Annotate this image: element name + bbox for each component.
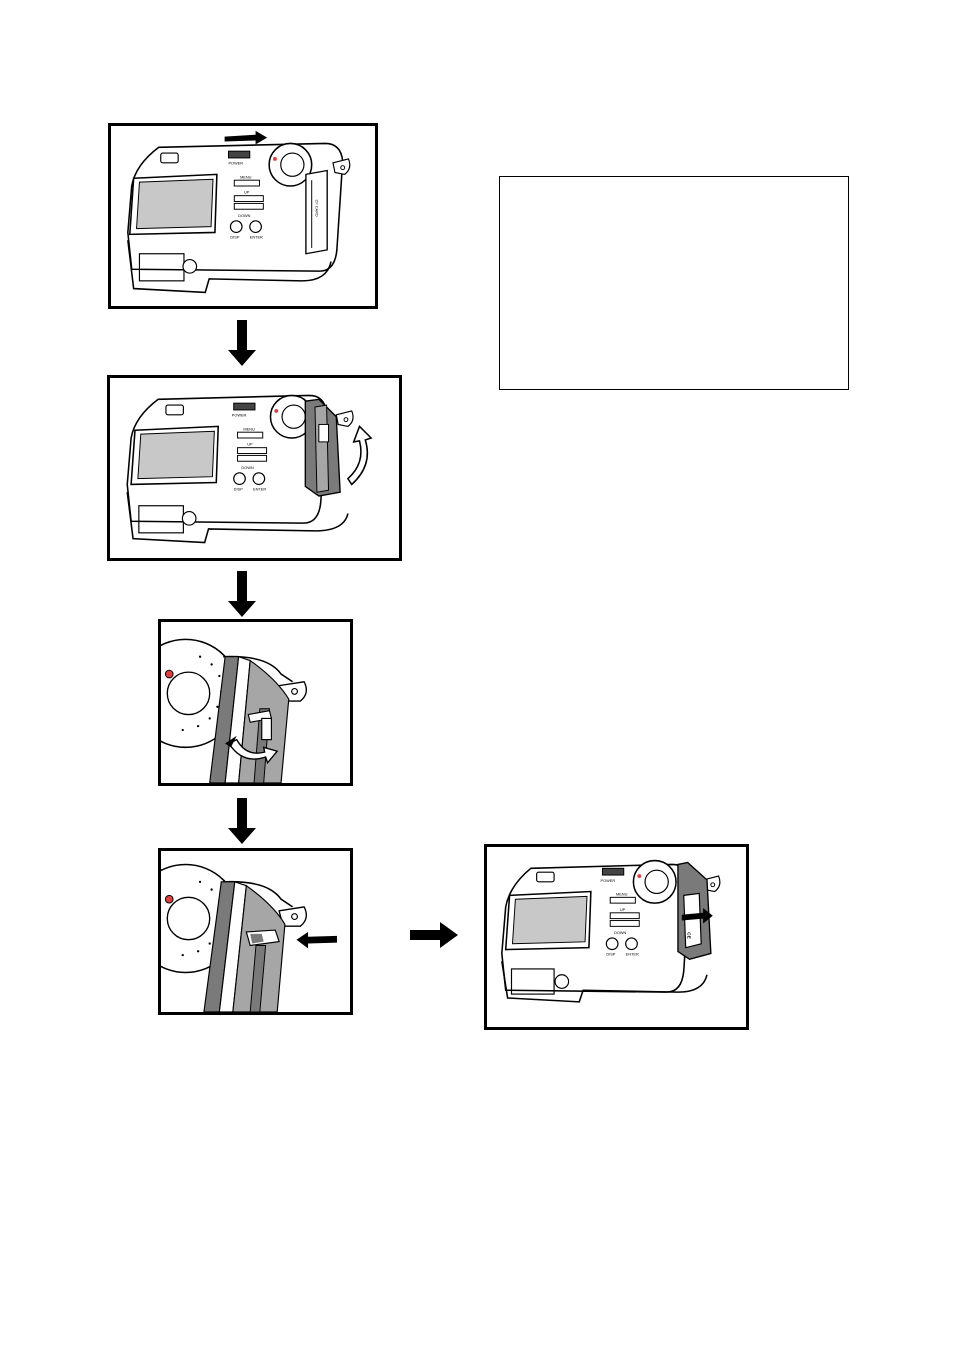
push-left-arrow-icon: [296, 931, 337, 949]
down-arrow-icon: [228, 798, 256, 844]
enter-label: ENTER: [253, 486, 266, 491]
down-arrow-icon: [228, 320, 256, 366]
slide-right-arrow-icon: [224, 130, 268, 145]
curved-open-arrow-icon: [346, 424, 373, 486]
eject-arrow-icon: [681, 907, 713, 924]
right-arrow-icon: [410, 922, 458, 948]
up-label: UP: [244, 190, 250, 195]
step-2-panel: POWER MENU UP DOWN DISP ENTER: [107, 375, 402, 561]
camera-illustration-step-1: POWER MENU UP DOWN DISP ENTER CF CARD: [127, 130, 351, 294]
ce-mark-label: CE: [686, 932, 692, 939]
power-label: POWER: [601, 878, 616, 883]
enter-label: ENTER: [250, 234, 263, 239]
down-arrow-icon: [228, 571, 256, 617]
disp-label: DISP: [606, 951, 615, 956]
card-slot-closeup-step-3: [161, 638, 308, 783]
disp-label: DISP: [234, 486, 243, 491]
step-4-panel: [158, 848, 353, 1015]
down-label: DOWN: [241, 465, 253, 470]
down-label: DOWN: [238, 213, 250, 218]
card-slot-closeup-step-4: [161, 863, 337, 1012]
rotate-arrow-icon: [228, 738, 279, 765]
camera-illustration-step-5: POWER MENU UP DOWN DISP ENTER CE: [501, 859, 721, 1003]
camera-illustration-step-2: POWER MENU UP DOWN DISP ENTER: [126, 394, 373, 544]
step-1-panel: POWER MENU UP DOWN DISP ENTER CF CARD: [108, 123, 378, 309]
down-label: DOWN: [614, 930, 626, 935]
menu-label: MENU: [616, 891, 628, 896]
menu-label: MENU: [240, 174, 252, 179]
note-box: [499, 176, 849, 390]
disp-label: DISP: [230, 234, 239, 239]
step-3-panel: [158, 619, 353, 786]
up-label: UP: [247, 442, 253, 447]
power-label: POWER: [228, 161, 243, 166]
enter-label: ENTER: [626, 951, 639, 956]
up-label: UP: [620, 907, 626, 912]
power-label: POWER: [232, 413, 247, 418]
step-5-panel: POWER MENU UP DOWN DISP ENTER CE: [484, 844, 749, 1030]
cf-card-label: CF CARD: [315, 200, 320, 217]
menu-label: MENU: [243, 426, 255, 431]
